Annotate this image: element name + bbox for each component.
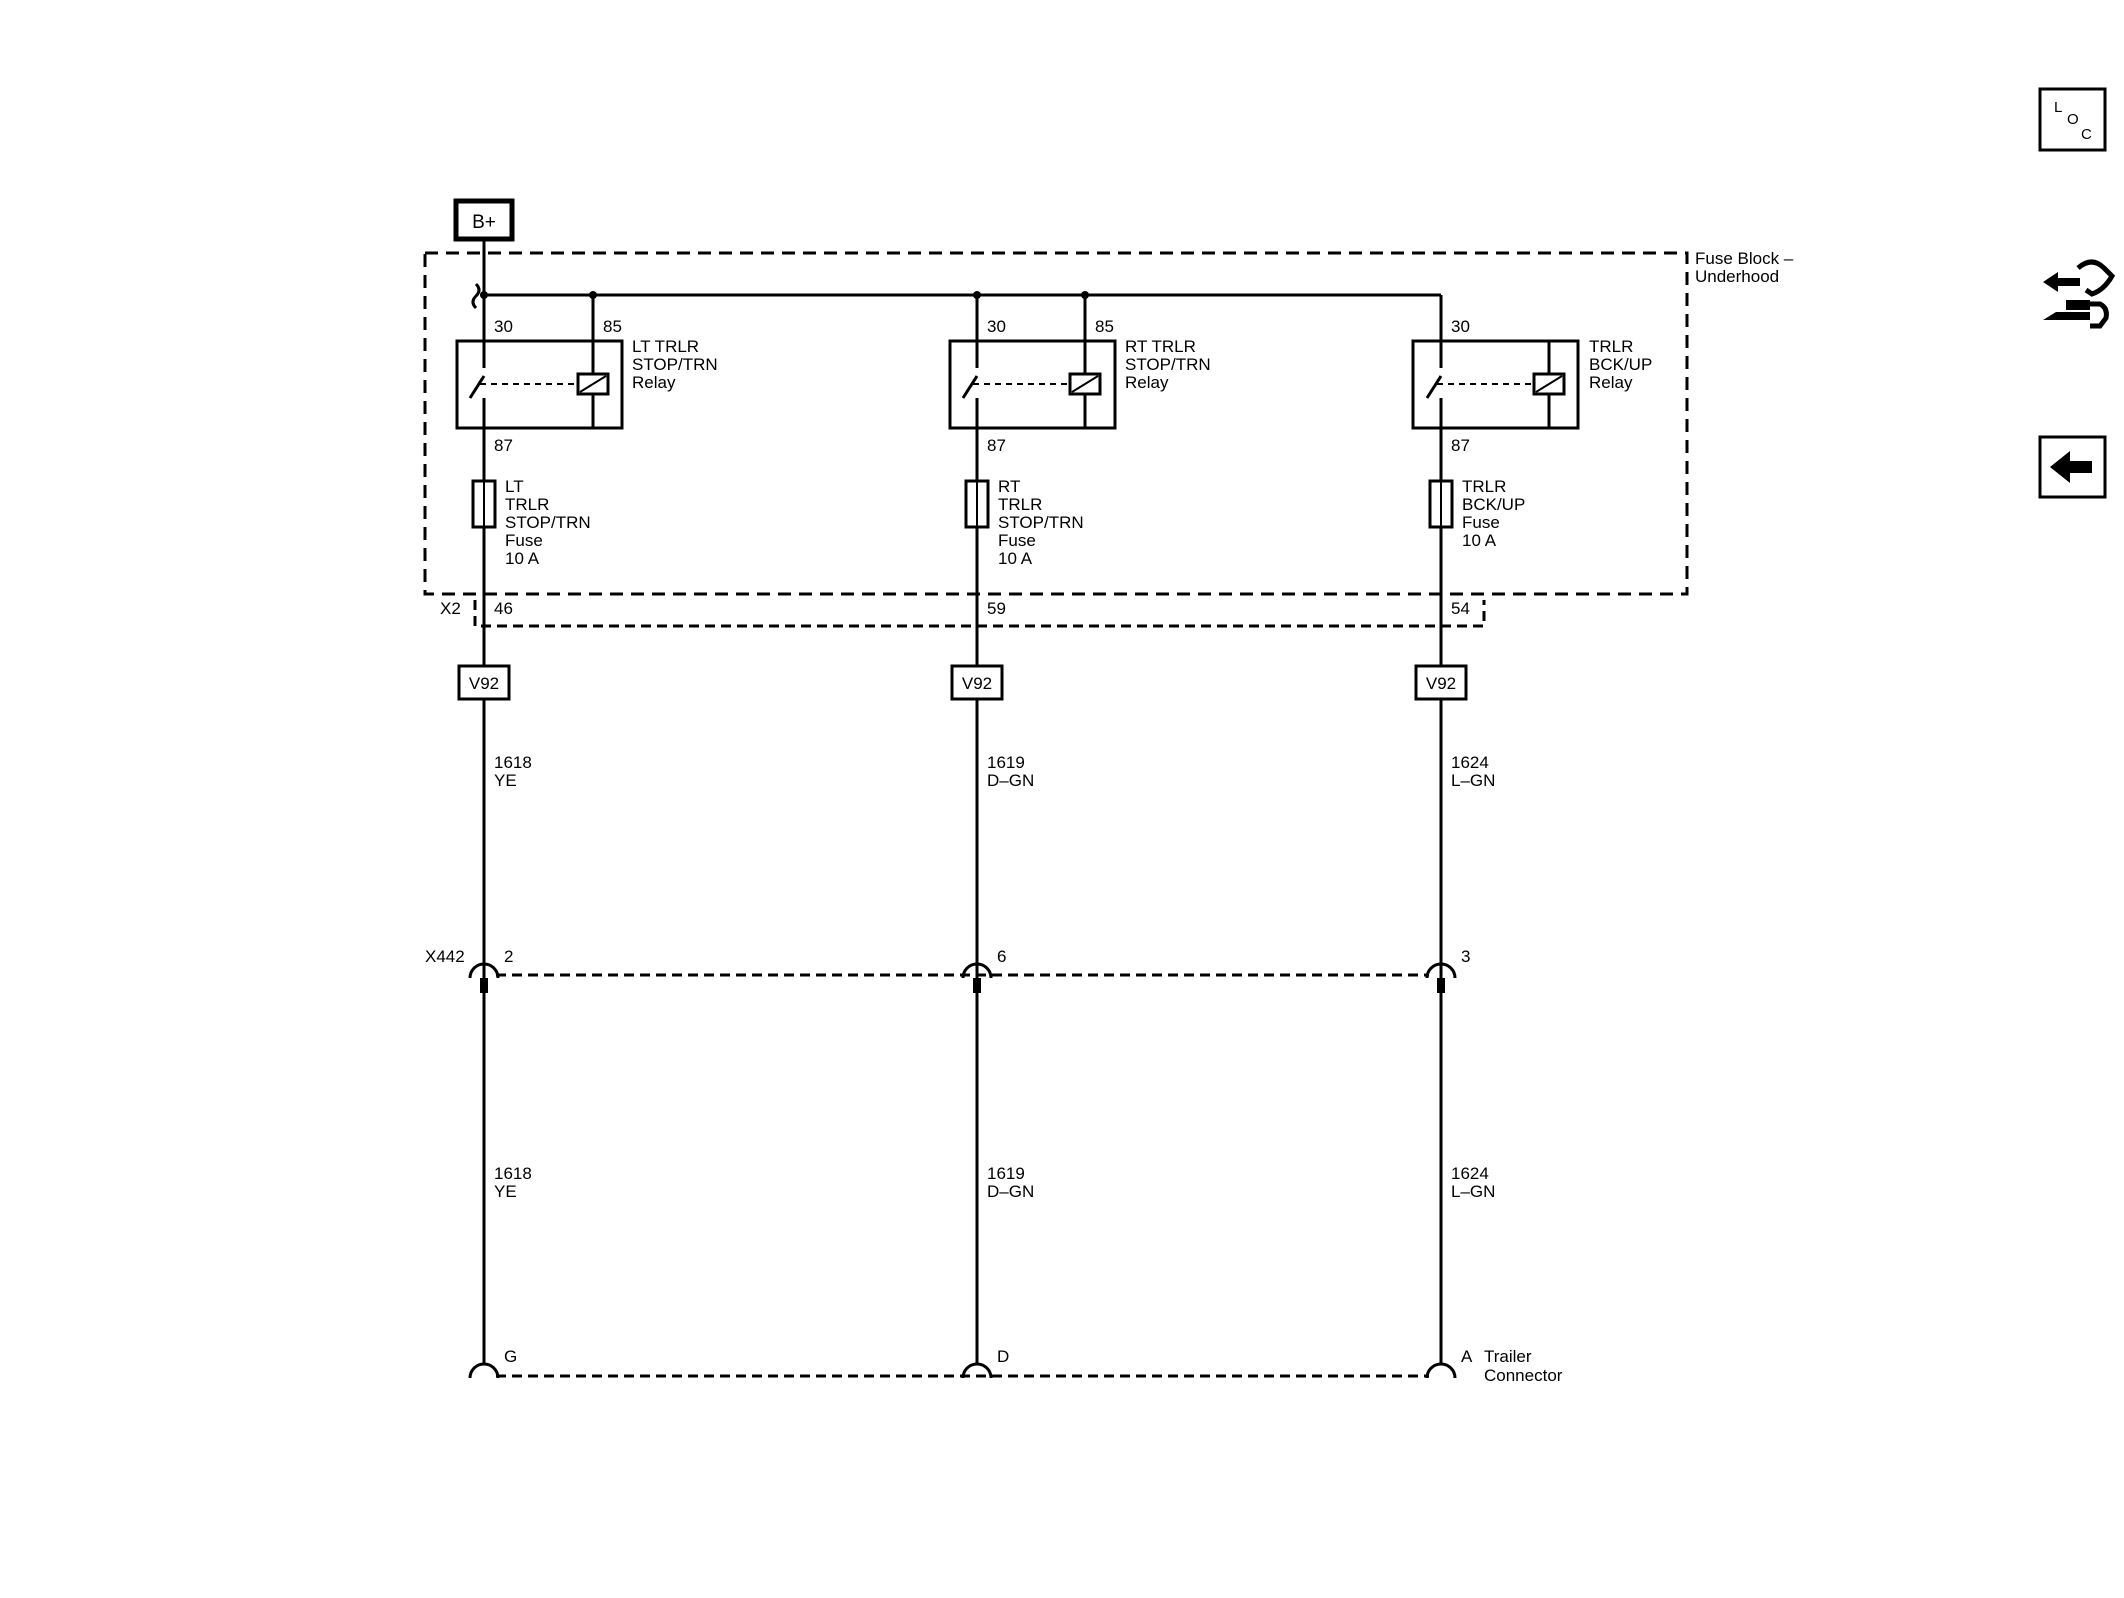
wire-number-upper: 1619 [987,753,1025,772]
relay-label-line2: BCK/UP [1589,355,1652,374]
loc-letter-o: O [2067,111,2079,128]
relay-label-line1: TRLR [1589,337,1633,356]
relay-pin-30: 30 [987,317,1006,336]
circuit-bckup-labels: 30 TRLR BCK/UP Relay 87 TRLR BCK/UP Fuse… [1426,317,1652,1366]
loc-letter-l: L [2054,99,2062,116]
wire-color-upper: YE [494,771,517,790]
wire-color-lower: L–GN [1451,1182,1495,1201]
fuse-label-line1: RT [998,477,1020,496]
relay-label-line3: Relay [632,373,676,392]
loc-letter-c: C [2081,126,2092,143]
splice-boxes [457,664,1468,701]
trailer-connector-label-line2: Connector [1484,1366,1563,1385]
fuse-label-line3: STOP/TRN [998,513,1084,532]
x442-connector [468,962,1457,993]
wire-color-upper: D–GN [987,771,1034,790]
fuse-label-line4: Fuse [998,531,1036,550]
fuse-label-line5: 10 A [505,549,540,568]
x442-pin: 2 [504,947,513,966]
trailer-pin: A [1461,1347,1473,1366]
circuit-wires [482,428,1443,1363]
x2-pin: 46 [494,599,513,618]
trailer-pin: D [997,1347,1009,1366]
relay-pin-87: 87 [494,436,513,455]
fuse-lt-trlr-stop-trn [471,479,497,529]
relay-rt-trlr-stop-trn [948,295,1117,430]
wire-number-lower: 1619 [987,1164,1025,1183]
relay-label-line3: Relay [1589,373,1633,392]
back-arrow-button[interactable] [2038,435,2107,499]
fuse-block-outline: Fuse Block – Underhood [423,249,1794,596]
fuse-label-line4: 10 A [1462,531,1497,550]
x2-pin: 59 [987,599,1006,618]
x2-pin: 54 [1451,599,1470,618]
fuse-label-line2: BCK/UP [1462,495,1525,514]
wire-number-upper: 1618 [494,753,532,772]
relay-lt-trlr-stop-trn [455,339,624,430]
wire-number-lower: 1618 [494,1164,532,1183]
fuse-label-line1: LT [505,477,524,496]
fuse-label-line3: STOP/TRN [505,513,591,532]
relay-pin-87: 87 [1451,436,1470,455]
relay-label-line2: STOP/TRN [1125,355,1211,374]
fuse-trlr-bck-up [1428,479,1454,529]
fuse-label-line1: TRLR [1462,477,1506,496]
x442-connector-label: X442 [425,947,465,966]
trailer-connector [468,1362,1457,1379]
x442-pin: 3 [1461,947,1470,966]
fuse-label-line5: 10 A [998,549,1033,568]
wire-number-upper: 1624 [1451,753,1489,772]
relay-trlr-bck-up [1411,339,1580,430]
relay-pin-30: 30 [1451,317,1470,336]
circuit-lt-labels: 30 85 LT TRLR STOP/TRN Relay 87 LT TRLR … [469,317,718,1366]
wire-color-lower: D–GN [987,1182,1034,1201]
fuse-rt-trlr-stop-trn [964,479,990,529]
connector-harness-icon[interactable] [2043,259,2116,329]
relay-label-line1: RT TRLR [1125,337,1196,356]
trailer-connector-label-line1: Trailer [1484,1347,1532,1366]
x2-connector-label: X2 [440,599,461,618]
x2-connector-outline [473,600,1486,628]
relay-pin-30: 30 [494,317,513,336]
location-button[interactable]: L O C [2038,87,2107,152]
fuse-label-line2: TRLR [505,495,549,514]
relay-label-line2: STOP/TRN [632,355,718,374]
wire-number-lower: 1624 [1451,1164,1489,1183]
relay-pin-85: 85 [603,317,622,336]
trailer-pin: G [504,1347,517,1366]
bus-wire [471,239,1443,341]
back-arrow-icon [2050,451,2092,483]
fuse-block-title-line2: Underhood [1695,267,1779,286]
power-label: B+ [472,212,496,233]
fuse-block-title-line1: Fuse Block – [1695,249,1794,268]
splice-label: V92 [469,674,499,693]
relay-label-line3: Relay [1125,373,1169,392]
battery-power-source: B+ [453,198,515,242]
coil-feed-wires [591,295,1087,341]
wire-color-lower: YE [494,1182,517,1201]
fuse-label-line2: TRLR [998,495,1042,514]
fuse-label-line3: Fuse [1462,513,1500,532]
x442-pin: 6 [997,947,1006,966]
relay-pin-85: 85 [1095,317,1114,336]
relay-label-line1: LT TRLR [632,337,699,356]
wire-color-upper: L–GN [1451,771,1495,790]
splice-label: V92 [1426,674,1456,693]
relay-pin-87: 87 [987,436,1006,455]
circuit-rt-labels: 30 85 RT TRLR STOP/TRN Relay 87 RT TRLR … [962,317,1211,1366]
splice-label: V92 [962,674,992,693]
fuse-label-line4: Fuse [505,531,543,550]
